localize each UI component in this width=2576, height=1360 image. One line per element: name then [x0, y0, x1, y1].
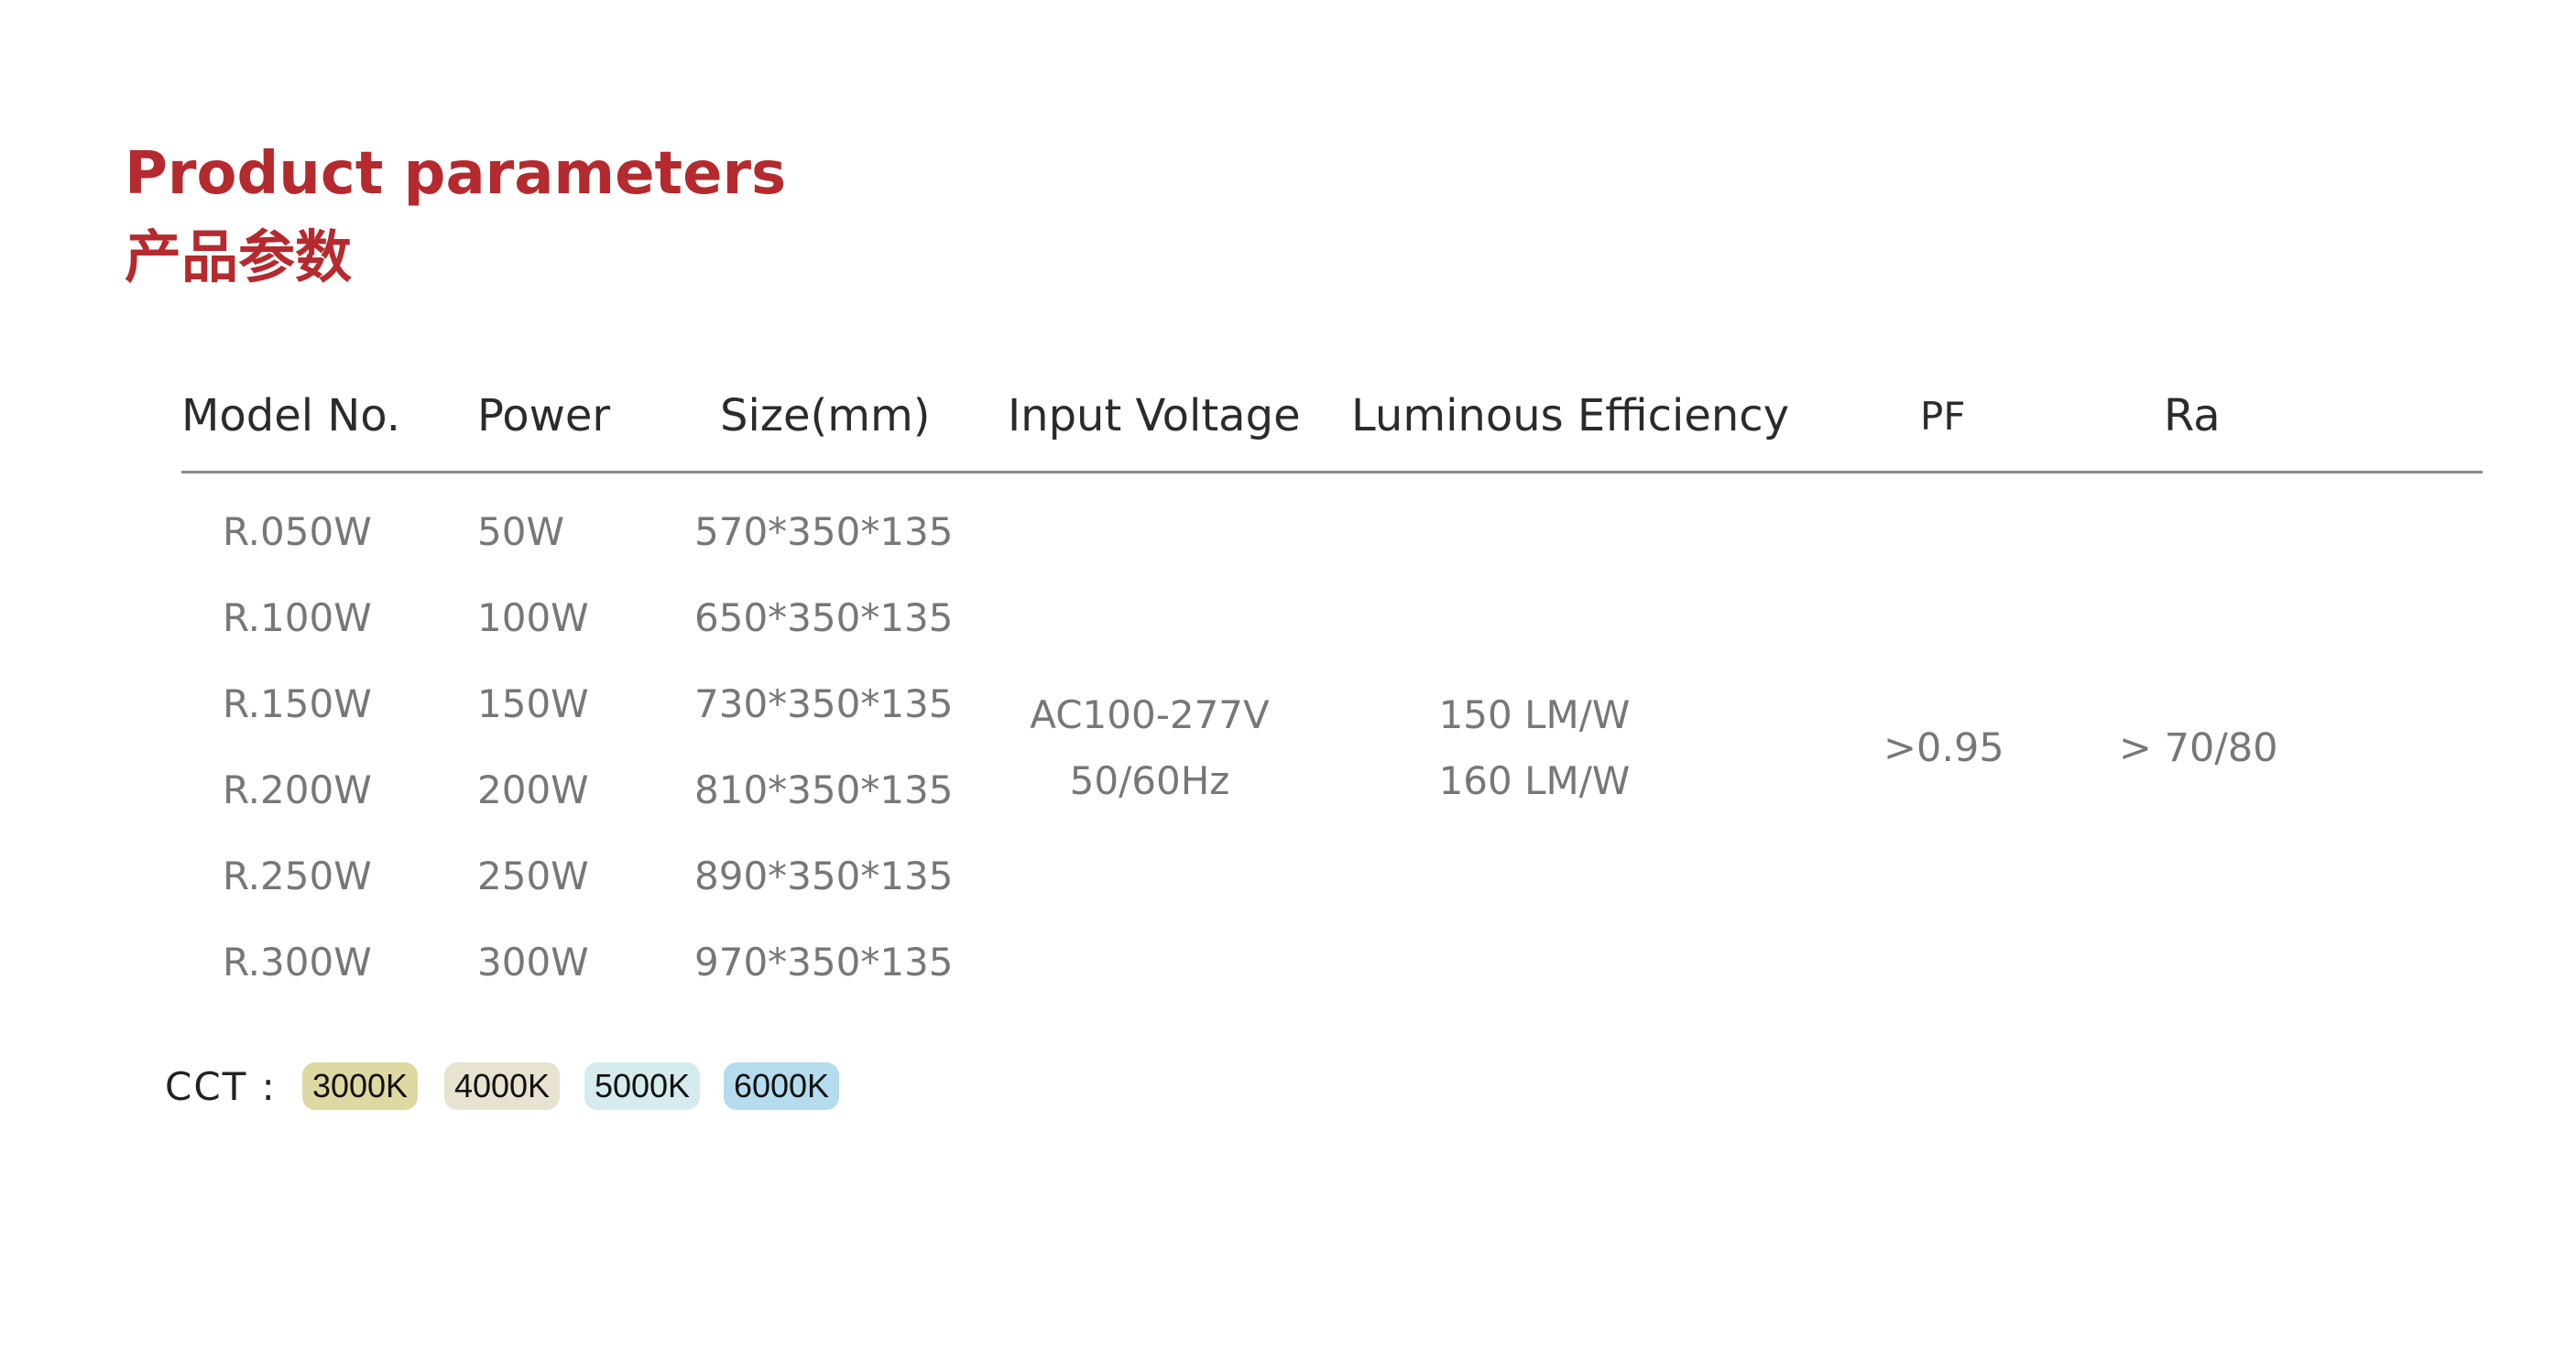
cell-model-row-5: R.250W [223, 854, 372, 898]
cell-model-row-6: R.300W [223, 940, 372, 985]
header-input-voltage: Input Voltage [1008, 390, 1301, 441]
cct-chip-3000k: 3000K [302, 1062, 418, 1110]
cell-power-row-2: 100W [477, 595, 589, 640]
cell-power-row-5: 250W [477, 854, 589, 898]
cell-model-row-4: R.200W [223, 767, 372, 812]
cell-power-row-3: 150W [477, 681, 589, 726]
cell-model-row-1: R.050W [223, 509, 372, 554]
header-luminous-efficiency: Luminous Efficiency [1351, 390, 1790, 441]
header-ra: Ra [2164, 390, 2221, 441]
cell-size-row-6: 970*350*135 [694, 940, 954, 985]
cell-size-row-3: 730*350*135 [694, 681, 954, 726]
efficiency-value-2: 160 LM/W [1438, 758, 1631, 803]
cct-chip-6000k: 6000K [724, 1062, 839, 1110]
cell-power-row-6: 300W [477, 940, 589, 985]
cct-label: CCT : [165, 1064, 277, 1109]
cell-ra: > 70/80 [2119, 725, 2278, 771]
page-title: Product parameters [125, 140, 787, 208]
cell-input-voltage: AC100-277V 50/60Hz [999, 682, 1301, 814]
input-voltage-range: AC100-277V [1030, 692, 1270, 737]
cell-size-row-1: 570*350*135 [694, 509, 954, 554]
cell-model-row-3: R.150W [223, 681, 372, 726]
cell-model-row-2: R.100W [223, 595, 372, 640]
cell-size-row-2: 650*350*135 [694, 595, 954, 640]
efficiency-value-1: 150 LM/W [1438, 692, 1631, 737]
cell-pf: >0.95 [1883, 725, 2004, 771]
header-pf: PF [1920, 394, 1966, 439]
cell-power-row-1: 50W [477, 509, 564, 554]
page-subtitle-chinese: 产品参数 [125, 223, 353, 290]
header-divider [181, 471, 2483, 473]
input-voltage-frequency: 50/60Hz [1069, 758, 1230, 803]
cct-chip-4000k: 4000K [444, 1062, 560, 1110]
header-model-no: Model No. [181, 390, 401, 441]
cct-chip-5000k: 5000K [584, 1062, 700, 1110]
cell-power-row-4: 200W [477, 767, 589, 812]
cell-size-row-5: 890*350*135 [694, 854, 954, 898]
header-size: Size(mm) [720, 390, 931, 441]
cell-luminous-efficiency: 150 LM/W 160 LM/W [1411, 682, 1658, 814]
cell-size-row-4: 810*350*135 [694, 767, 954, 812]
header-power: Power [477, 390, 611, 441]
